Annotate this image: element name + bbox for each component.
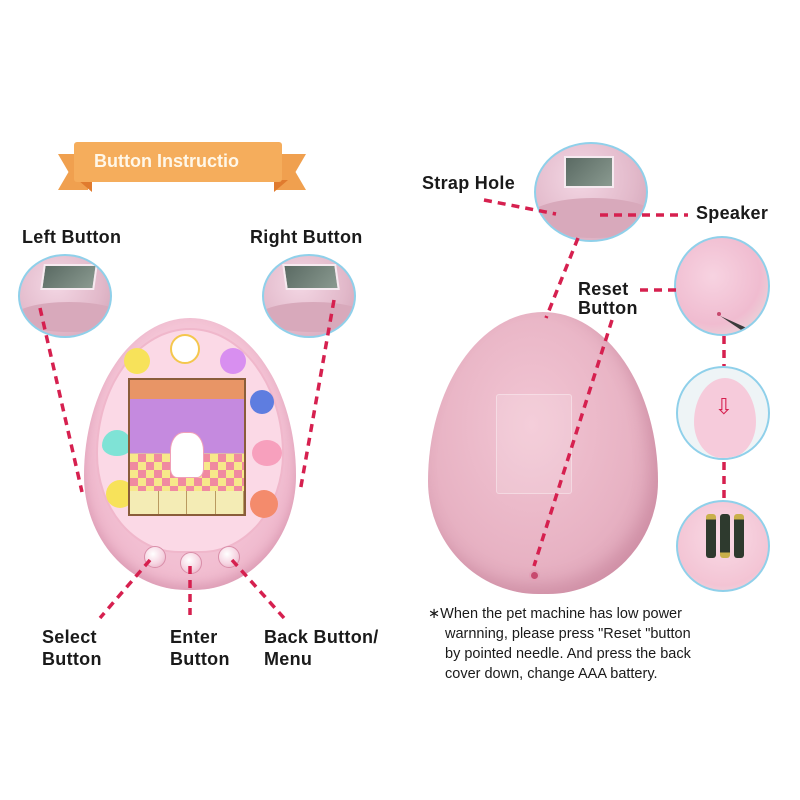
reset-button-label: Reset Button	[578, 280, 638, 318]
lcd-icon-slot	[215, 491, 244, 514]
back-menu-label: Back Button/ Menu	[264, 626, 379, 670]
teal-heart-icon	[102, 430, 132, 456]
right-button-label: Right Button	[250, 227, 363, 247]
enter-label-line1: Enter	[170, 627, 218, 647]
left-button-label: Left Button	[22, 227, 122, 247]
speaker-label: Speaker	[696, 203, 769, 223]
left-button-closeup	[18, 254, 112, 338]
lcd-icon-slot	[158, 491, 187, 514]
note-text: When the pet machine has low power	[440, 606, 682, 622]
reset-label-line1: Reset	[578, 279, 629, 299]
note-line-2: warnning, please press "Reset "button	[445, 626, 691, 642]
ribbon-body: Button Instructio	[74, 142, 282, 182]
closeup-screen	[564, 156, 614, 188]
strap-hole-label: Strap Hole	[422, 173, 516, 193]
closeup-screen	[282, 264, 340, 290]
closeup-shell-band	[20, 302, 110, 332]
purple-character-icon	[220, 348, 246, 374]
reset-hole	[529, 570, 540, 581]
needle-icon	[719, 314, 748, 332]
certification-label-plate	[496, 394, 572, 494]
tamagotchi-back	[428, 312, 658, 594]
enter-button-label: Enter Button	[170, 626, 230, 670]
select-button[interactable]	[144, 546, 166, 568]
lcd-screen	[128, 378, 246, 516]
battery-note: ∗When the pet machine has low power warn…	[428, 604, 788, 684]
reset-label-line2: Button	[578, 298, 638, 318]
battery-cover-closeup: ⇩	[676, 366, 770, 460]
lcd-icon-bar	[130, 491, 244, 514]
right-button-closeup	[262, 254, 356, 338]
enter-button[interactable]	[180, 552, 202, 574]
reset-hole	[717, 312, 721, 316]
closeup-shell-band	[264, 302, 354, 332]
yellow-character-icon	[124, 348, 150, 374]
closeup-shell-band	[536, 198, 646, 238]
note-line-1: ∗When the pet machine has low power	[428, 604, 788, 624]
back-label-line1: Back Button/	[264, 627, 379, 647]
red-fox-icon	[250, 490, 278, 518]
bunny-character-icon	[170, 334, 200, 364]
tamagotchi-front	[84, 318, 296, 590]
back-menu-button[interactable]	[218, 546, 240, 568]
select-button-label: Select Button	[42, 626, 102, 670]
battery-cover	[694, 378, 756, 458]
aaa-battery-icon	[734, 514, 744, 558]
back-label-line2: Menu	[264, 649, 313, 669]
select-label-line1: Select	[42, 627, 97, 647]
button-instructions-banner: Button Instructio	[58, 142, 306, 192]
strap-speaker-closeup	[534, 142, 648, 242]
asterisk-icon: ∗	[428, 606, 441, 622]
reset-button-closeup	[674, 236, 770, 336]
aaa-battery-icon	[706, 514, 716, 558]
blue-cat-icon	[250, 390, 274, 414]
aaa-battery-icon	[720, 514, 730, 558]
pet-character	[170, 432, 204, 478]
pink-heart-icon	[252, 440, 282, 466]
closeup-screen	[40, 264, 98, 290]
enter-label-line2: Button	[170, 649, 230, 669]
select-label-line2: Button	[42, 649, 102, 669]
banner-title: Button Instructio	[94, 151, 239, 171]
note-line-4: cover down, change AAA battery.	[445, 666, 658, 682]
battery-compartment-closeup	[676, 500, 770, 592]
lcd-icon-slot	[187, 491, 216, 514]
lcd-icon-slot	[130, 491, 159, 514]
down-arrow-icon: ⇩	[714, 395, 734, 420]
note-line-3: by pointed needle. And press the back	[445, 646, 691, 662]
